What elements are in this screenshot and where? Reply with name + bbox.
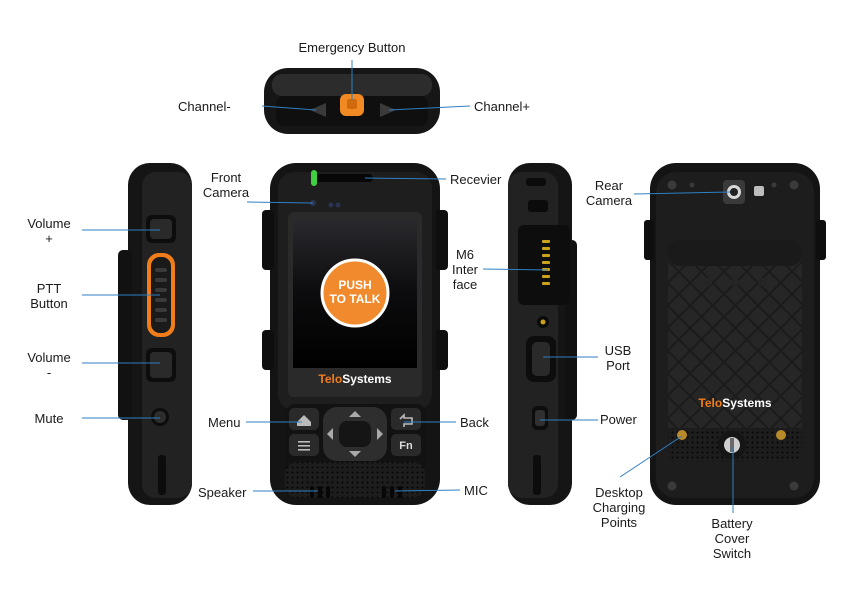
label-volume-up-line2: + bbox=[45, 231, 53, 246]
label-ptt-line2: Button bbox=[30, 296, 68, 311]
label-desktop-line1: Desktop bbox=[595, 485, 643, 500]
label-channel-minus: Channel- bbox=[178, 99, 231, 114]
label-usb-line1: USB bbox=[604, 343, 632, 358]
back-brand-logo: TeloSystems bbox=[690, 396, 780, 411]
label-receiver: Recevier bbox=[450, 172, 502, 187]
back-view bbox=[644, 163, 826, 505]
label-battery-line1: Battery bbox=[711, 516, 753, 531]
label-usb-line2: Port bbox=[606, 358, 630, 373]
m6-pins bbox=[542, 240, 550, 285]
right-side-view bbox=[508, 163, 577, 505]
back-key bbox=[391, 408, 421, 430]
label-speaker: Speaker bbox=[198, 485, 247, 500]
label-desktop-charging: Desktop Charging Points bbox=[584, 485, 654, 530]
label-volume-down-line1: Volume bbox=[27, 350, 71, 365]
label-m6-line3: face bbox=[452, 277, 478, 292]
channel-minus-key bbox=[310, 103, 326, 117]
label-volume-down: Volume - bbox=[22, 350, 76, 380]
label-ptt-button: PTT Button bbox=[22, 281, 76, 311]
leader-channel-plus bbox=[388, 105, 471, 111]
label-m6-interface: M6 Inter face bbox=[443, 247, 487, 292]
label-m6-line2: Inter bbox=[451, 262, 478, 277]
leader-rear-camera bbox=[633, 191, 731, 195]
left-side-view bbox=[118, 163, 192, 505]
label-battery-cover-switch: Battery Cover Switch bbox=[702, 516, 762, 561]
receiver-slot bbox=[313, 174, 373, 182]
leader-lines bbox=[82, 60, 734, 513]
push-text: PUSH bbox=[338, 278, 372, 292]
speaker-grille bbox=[285, 462, 425, 498]
front-brand-logo: TeloSystems bbox=[296, 372, 414, 387]
label-usb-port: USB Port bbox=[596, 343, 640, 373]
to-talk-text: TO TALK bbox=[329, 292, 381, 306]
brand-prefix: Telo bbox=[318, 372, 343, 386]
label-back: Back bbox=[460, 415, 489, 430]
label-front-camera: Front Camera bbox=[196, 170, 256, 200]
m6-interface-panel bbox=[518, 225, 570, 305]
push-to-talk-graphic bbox=[320, 258, 390, 328]
label-desktop-line3: Points bbox=[600, 515, 638, 530]
label-front-camera-line1: Front bbox=[210, 170, 242, 185]
label-rear-camera: Rear Camera bbox=[582, 178, 636, 208]
channel-plus-key bbox=[380, 103, 396, 117]
leader-channel-minus bbox=[261, 105, 317, 111]
label-volume-down-line2: - bbox=[46, 365, 52, 380]
fn-key-label: Fn bbox=[399, 440, 413, 452]
label-volume-up: Volume + bbox=[22, 216, 76, 246]
status-led bbox=[311, 170, 317, 186]
label-volume-up-line1: Volume bbox=[27, 216, 71, 231]
battery-cover bbox=[668, 240, 802, 450]
label-menu: Menu bbox=[208, 415, 241, 430]
top-view bbox=[264, 68, 440, 134]
label-battery-line2: Cover bbox=[714, 531, 750, 546]
label-channel-plus: Channel+ bbox=[474, 99, 531, 114]
label-emergency-button: Emergency Button bbox=[298, 40, 406, 55]
charging-point-right bbox=[776, 430, 786, 440]
label-battery-line3: Switch bbox=[712, 546, 752, 561]
brand-suffix: Systems bbox=[342, 372, 392, 386]
leader-desktop-charging bbox=[619, 435, 683, 478]
label-mute: Mute bbox=[34, 411, 64, 426]
label-power: Power bbox=[600, 412, 637, 427]
label-mic: MIC bbox=[464, 483, 488, 498]
fn-key bbox=[391, 434, 421, 456]
push-to-talk-text: PUSH TO TALK bbox=[322, 278, 388, 306]
leader-mic bbox=[394, 489, 461, 492]
label-rear-camera-line1: Rear bbox=[594, 178, 624, 193]
label-ptt-line1: PTT bbox=[36, 281, 62, 296]
leader-receiver bbox=[364, 177, 447, 180]
label-rear-camera-line2: Camera bbox=[585, 193, 633, 208]
leader-front-camera bbox=[246, 201, 314, 204]
label-desktop-line2: Charging bbox=[592, 500, 646, 515]
front-view bbox=[262, 163, 448, 505]
leader-m6 bbox=[482, 268, 549, 271]
back-brand-suffix: Systems bbox=[722, 396, 772, 410]
label-front-camera-line2: Camera bbox=[202, 185, 250, 200]
back-brand-prefix: Telo bbox=[698, 396, 723, 410]
label-m6-line1: M6 bbox=[455, 247, 475, 262]
